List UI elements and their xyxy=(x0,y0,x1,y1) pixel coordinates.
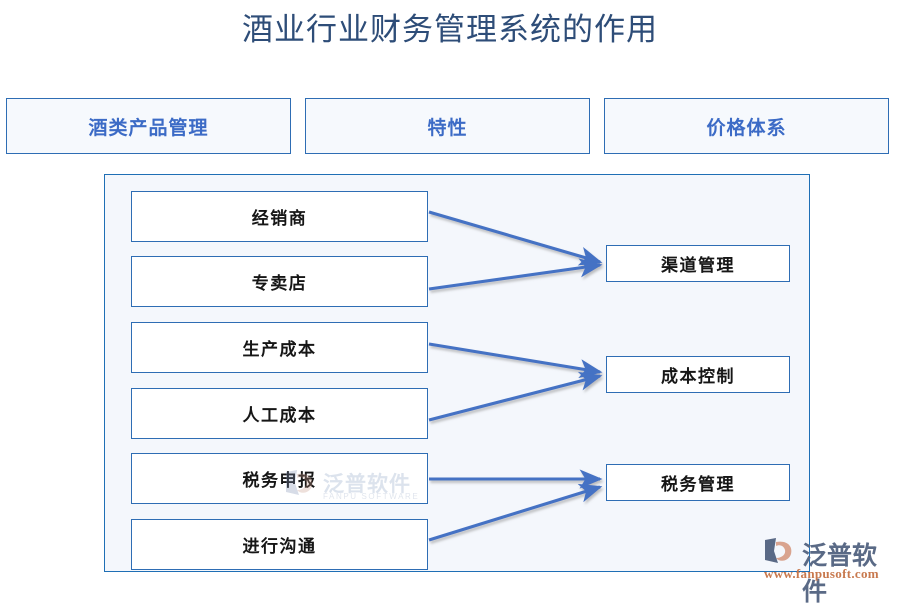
left-box-label: 生产成本 xyxy=(242,340,317,359)
fanpu-logo-url: www.fanpusoft.com xyxy=(764,566,879,581)
header-box-label: 特性 xyxy=(427,117,468,139)
left-box-labor-cost[interactable]: 人工成本 xyxy=(131,388,428,439)
right-box-label: 渠道管理 xyxy=(661,256,735,275)
right-box-label: 税务管理 xyxy=(661,475,735,494)
page-title: 酒业行业财务管理系统的作用 xyxy=(242,12,658,47)
right-box-channel-management[interactable]: 渠道管理 xyxy=(606,245,790,282)
left-box-label: 税务申报 xyxy=(242,471,317,490)
header-box-price-system[interactable]: 价格体系 xyxy=(604,98,889,154)
header-box-label: 价格体系 xyxy=(706,117,787,139)
left-box-label: 专卖店 xyxy=(251,274,308,293)
left-box-label: 经销商 xyxy=(251,209,308,228)
header-box-label: 酒类产品管理 xyxy=(88,117,209,139)
left-box-label: 进行沟通 xyxy=(242,537,317,556)
left-box-store[interactable]: 专卖店 xyxy=(131,256,428,307)
left-box-dealer[interactable]: 经销商 xyxy=(131,191,428,242)
right-box-label: 成本控制 xyxy=(661,367,735,386)
fanpu-logo-text: 泛普软件 xyxy=(802,542,878,606)
left-box-tax-filing[interactable]: 税务申报 xyxy=(131,453,428,504)
left-box-communication[interactable]: 进行沟通 xyxy=(131,519,428,570)
left-box-label: 人工成本 xyxy=(242,406,317,425)
header-box-product-management[interactable]: 酒类产品管理 xyxy=(6,98,291,154)
right-box-cost-control[interactable]: 成本控制 xyxy=(606,356,790,393)
fanpu-logo-icon xyxy=(765,538,792,563)
header-box-characteristics[interactable]: 特性 xyxy=(305,98,590,154)
left-box-production-cost[interactable]: 生产成本 xyxy=(131,322,428,373)
right-box-tax-management[interactable]: 税务管理 xyxy=(606,464,790,501)
fanpu-logo: 泛普软件 www.fanpusoft.com xyxy=(762,536,898,606)
